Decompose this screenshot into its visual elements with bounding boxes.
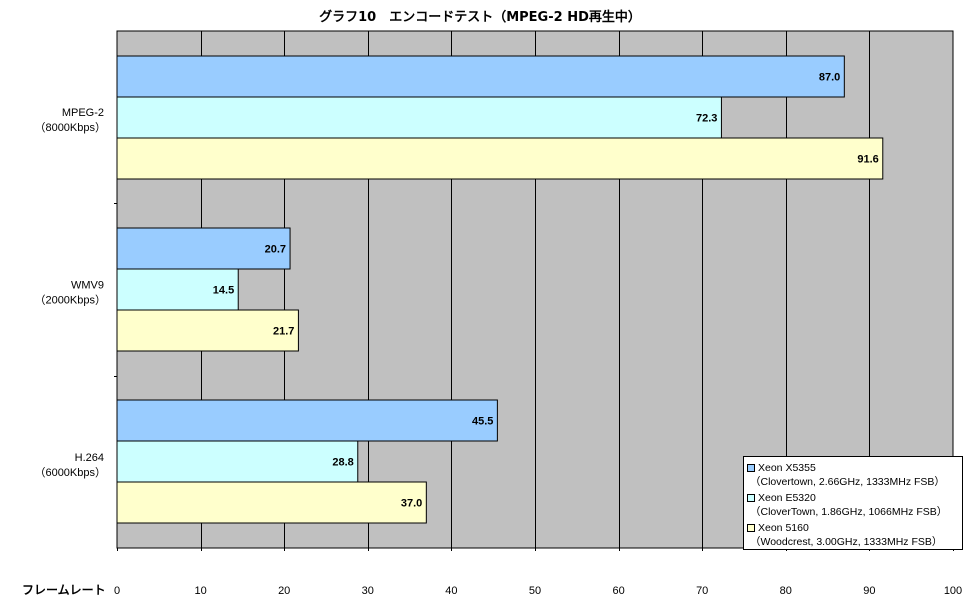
bar	[116, 137, 884, 180]
legend-box	[743, 456, 963, 550]
bar	[116, 268, 239, 311]
data-label: 20.7	[265, 244, 286, 256]
x-tick-label: 40	[445, 585, 457, 597]
x-tick-label: 70	[696, 585, 708, 597]
legend-series-name: Xeon E5320	[758, 492, 816, 504]
data-label: 37.0	[401, 498, 422, 510]
data-label: 72.3	[696, 113, 717, 125]
bar	[116, 481, 427, 524]
bars: 87.0 72.3 91.6 20.7 14.5 21.7 45.5 28.8 37.0	[116, 55, 884, 524]
x-tick-label: 90	[863, 585, 875, 597]
legend-series-name: Xeon 5160	[758, 522, 809, 534]
x-tick-label: 60	[612, 585, 624, 597]
category-label: MPEG-2	[62, 107, 104, 119]
bar	[116, 309, 299, 352]
x-axis: 0 10 20 30 40 50 60 70 80 90 100	[114, 548, 962, 597]
category-label: WMV9	[71, 280, 104, 292]
x-tick-label: 10	[194, 585, 206, 597]
bar	[116, 440, 359, 483]
data-label: 28.8	[332, 457, 353, 469]
x-tick-label: 100	[944, 585, 962, 597]
x-tick-label: 20	[278, 585, 290, 597]
category-label-sub: （8000Kbps）	[34, 121, 106, 134]
data-label: 87.0	[819, 72, 840, 84]
bar	[116, 55, 845, 98]
data-label: 91.6	[857, 154, 878, 166]
x-axis-label: フレームレート	[22, 583, 106, 597]
bar	[116, 227, 291, 270]
legend-series-detail: （Woodcrest, 3.00GHz, 1333MHz FSB）	[750, 536, 942, 548]
legend-swatch	[747, 464, 755, 472]
x-tick-label: 0	[114, 585, 120, 597]
bar	[116, 96, 722, 139]
chart-title: グラフ10 エンコードテスト（MPEG-2 HD再生中）	[319, 9, 641, 25]
bar	[116, 399, 498, 442]
category-label-sub: （6000Kbps）	[34, 466, 106, 479]
legend-swatch	[747, 494, 755, 502]
category-label: H.264	[75, 452, 104, 464]
data-label: 45.5	[472, 416, 493, 428]
legend: Xeon X5355 （Clovertown, 2.66GHz, 1333MHz …	[743, 456, 963, 550]
legend-series-name: Xeon X5355	[758, 462, 816, 474]
data-label: 14.5	[213, 285, 234, 297]
data-label: 21.7	[273, 326, 294, 338]
legend-swatch	[747, 524, 755, 532]
legend-series-detail: （CloverTown, 1.86GHz, 1066MHz FSB）	[750, 506, 947, 518]
x-tick-label: 80	[780, 585, 792, 597]
x-tick-label: 50	[529, 585, 541, 597]
legend-series-detail: （Clovertown, 2.66GHz, 1333MHz FSB）	[750, 476, 945, 488]
x-tick-label: 30	[362, 585, 374, 597]
category-label-sub: （2000Kbps）	[34, 294, 106, 307]
category-labels: MPEG-2 （8000Kbps） WMV9 （2000Kbps） H.264 （6000…	[34, 107, 117, 479]
